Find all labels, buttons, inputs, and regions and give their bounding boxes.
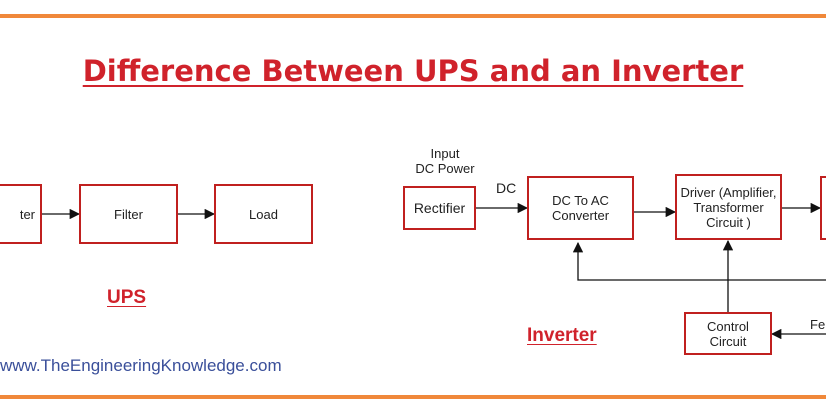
dc-to-ac-converter-block: DC To AC Converter	[527, 176, 634, 240]
page-title: Difference Between UPS and an Inverter	[82, 54, 744, 88]
converter-label-line2: Converter	[551, 208, 610, 223]
control-circuit-block: Control Circuit	[684, 312, 772, 355]
load-block-label: Load	[249, 206, 278, 222]
rectifier-block: Rectifier	[403, 186, 476, 230]
control-label-line2: Circuit	[709, 333, 747, 349]
output-partial-block	[820, 176, 826, 240]
ups-partial-block-label: ter	[19, 206, 35, 222]
rectifier-block-label: Rectifier	[413, 199, 466, 216]
filter-block-label: Filter	[114, 206, 143, 222]
input-dc-power-label: Input DC Power	[405, 146, 485, 176]
top-orange-rule	[0, 14, 826, 18]
inverter-label: Inverter	[527, 325, 597, 346]
input-label-line2: DC Power	[415, 161, 475, 176]
driver-label-line1: Driver (Amplifier,	[680, 184, 777, 200]
input-label-line1: Input	[430, 146, 460, 161]
bottom-orange-rule	[0, 395, 826, 399]
ups-partial-block: ter	[0, 184, 42, 244]
feedback-bus-line	[572, 241, 826, 281]
driver-label-line3: Circuit )	[706, 214, 751, 230]
ups-label: UPS	[107, 287, 147, 308]
driver-block: Driver (Amplifier, Transformer Circuit )	[675, 174, 782, 240]
converter-label-line1: DC To AC	[552, 193, 609, 208]
control-label-line1: Control	[707, 318, 749, 334]
filter-block: Filter	[79, 184, 178, 244]
feedback-label-partial: Fe	[810, 317, 826, 332]
driver-label-line2: Transformer	[693, 199, 764, 215]
website-url: www.TheEngineeringKnowledge.com	[0, 356, 282, 375]
load-block: Load	[214, 184, 313, 244]
dc-label: DC	[496, 180, 517, 196]
